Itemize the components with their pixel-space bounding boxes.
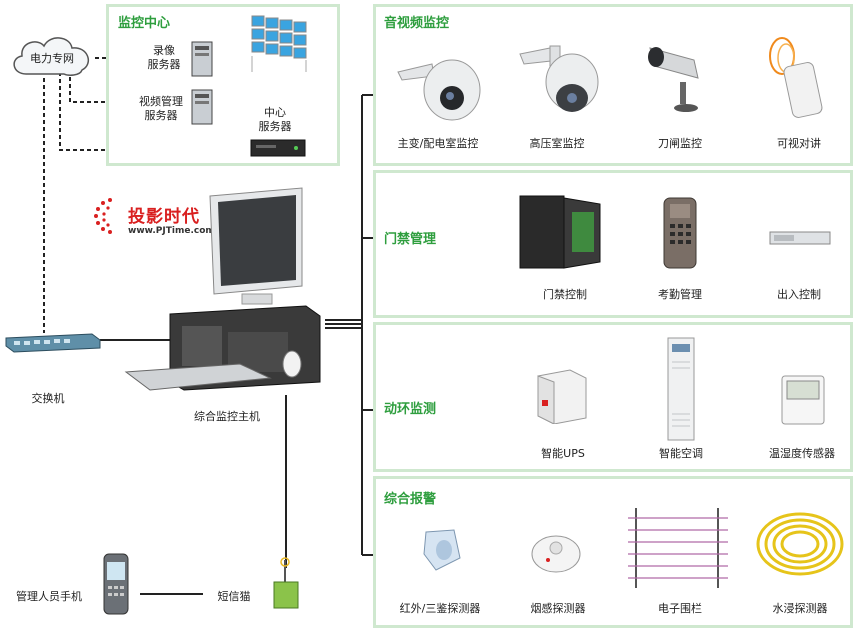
- recording-server: [190, 40, 214, 84]
- central-server: [250, 138, 306, 162]
- bullet-camera-icon: [648, 47, 699, 112]
- server-tower-icon: [191, 89, 213, 125]
- sms-modem: [268, 556, 302, 616]
- ptz-camera-icon: [397, 59, 481, 121]
- alarm-item-4-label: 水浸探测器: [772, 602, 828, 615]
- magnetic-lock: [768, 228, 832, 252]
- ptz-dome-camera-2: [516, 38, 612, 124]
- cloud-icon: [13, 37, 90, 76]
- access-item-2-label: 考勤管理: [658, 288, 702, 301]
- smoke-detector: [530, 530, 582, 580]
- power-network-cloud: 电力专网: [8, 30, 98, 86]
- section-av-title: 音视频监控: [384, 16, 450, 31]
- air-conditioner-icon: [667, 337, 695, 441]
- access-item-3-label: 出入控制: [777, 288, 821, 301]
- fence-icon: [628, 508, 728, 588]
- env-item-2-label: 智能空调: [659, 447, 703, 460]
- central-server-label: 中心 服务器: [258, 106, 292, 133]
- intercom-icon: [769, 37, 823, 118]
- integrated-monitoring-host: [120, 186, 330, 400]
- water-leak-cable-icon: [756, 512, 844, 576]
- thermometer-icon: [781, 375, 825, 425]
- pir-detector-icon: [423, 529, 461, 571]
- section-env-monitoring: [373, 322, 853, 472]
- smart-air-conditioner: [664, 334, 698, 448]
- water-leak-detector: [752, 504, 848, 588]
- section-alarm-title: 综合报警: [384, 492, 437, 507]
- alarm-item-1-label: 红外/三鉴探测器: [399, 602, 481, 615]
- phone-label: 管理人员手机: [16, 590, 82, 603]
- av-item-1-label: 主变/配电室监控: [397, 137, 479, 150]
- ptz-dome-camera-1: [392, 46, 488, 130]
- infrared-detector: [418, 524, 468, 578]
- alarm-item-2-label: 烟感探测器: [530, 602, 586, 615]
- electronic-fence: [624, 504, 734, 598]
- video-mgmt-server: [190, 88, 214, 132]
- env-item-1-label: 智能UPS: [541, 447, 585, 460]
- av-item-4-label: 可视对讲: [777, 137, 821, 150]
- ptz-camera-icon: [519, 45, 599, 112]
- smart-ups: [530, 364, 594, 428]
- magnetic-lock-icon: [769, 231, 831, 245]
- video-wall-icon: [251, 15, 307, 72]
- ups-icon: [537, 369, 587, 425]
- rack-server-icon: [250, 139, 306, 157]
- keypad-reader-icon: [663, 197, 697, 269]
- section-env-title: 动环监测: [384, 402, 437, 417]
- video-mgmt-server-label: 视频管理 服务器: [139, 95, 183, 122]
- access-controller: [516, 192, 612, 276]
- access-controller-icon: [519, 195, 601, 269]
- host-label: 综合监控主机: [194, 410, 260, 423]
- sms-modem-icon: [273, 557, 299, 609]
- brand-url: www.PJTime.com: [128, 226, 215, 236]
- section-access-title: 门禁管理: [384, 232, 437, 247]
- env-item-3-label: 温湿度传感器: [769, 447, 835, 460]
- server-tower-icon: [191, 41, 213, 77]
- bullet-camera: [644, 38, 716, 124]
- workstation-icon: [124, 187, 321, 391]
- smoke-detector-icon: [531, 535, 581, 573]
- sms-modem-label: 短信猫: [217, 590, 251, 603]
- brand-logo-icon: [94, 198, 112, 234]
- cloud-label: 电力专网: [30, 52, 74, 65]
- manager-phone: [98, 548, 134, 624]
- switch-icon: [5, 333, 101, 353]
- recording-server-label: 录像 服务器: [147, 44, 181, 71]
- network-switch: [2, 330, 102, 360]
- temp-humidity-sensor: [778, 372, 828, 432]
- mobile-phone-icon: [103, 553, 129, 615]
- av-item-3-label: 刀闸监控: [658, 137, 702, 150]
- brand-logo: [92, 194, 128, 240]
- av-item-2-label: 高压室监控: [529, 137, 585, 150]
- attendance-reader: [660, 194, 700, 278]
- video-intercom: [764, 34, 830, 126]
- alarm-item-3-label: 电子围栏: [658, 602, 702, 615]
- brand-name: 投影时代: [128, 207, 200, 227]
- switch-label: 交换机: [31, 392, 65, 405]
- monitor-center-title: 监控中心: [118, 16, 171, 31]
- access-item-1-label: 门禁控制: [543, 288, 587, 301]
- video-wall: [248, 12, 308, 78]
